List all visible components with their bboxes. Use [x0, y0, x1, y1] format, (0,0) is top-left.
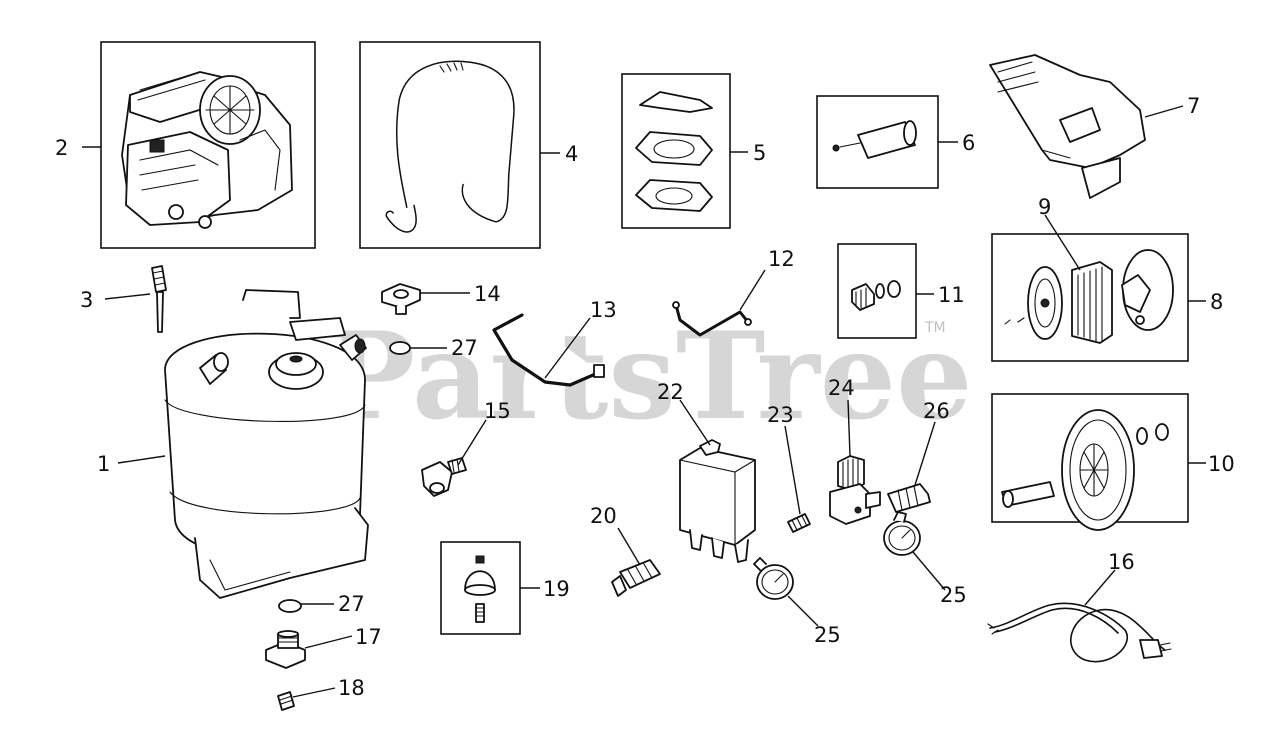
handle — [385, 60, 515, 233]
callout-15: 15 — [484, 399, 511, 423]
shroud — [989, 54, 1146, 199]
regulator — [829, 455, 881, 525]
pump-motor-assembly — [121, 71, 293, 229]
capacitor — [832, 120, 917, 159]
leader-16 — [1084, 569, 1116, 606]
callout-1: 1 — [97, 452, 110, 476]
callout-8: 8 — [1210, 290, 1223, 314]
leader-15 — [457, 419, 487, 466]
check-valve — [151, 265, 167, 333]
pressure-switch — [679, 439, 756, 563]
callout-17: 17 — [355, 625, 382, 649]
air-filter-assembly — [1004, 249, 1174, 344]
callout-27-lower: 27 — [338, 592, 365, 616]
callout-12: 12 — [768, 247, 795, 271]
callout-5: 5 — [753, 141, 766, 165]
air-tank — [164, 289, 369, 599]
safety-valve — [611, 559, 661, 597]
power-cord — [987, 602, 1172, 663]
callout-23: 23 — [767, 403, 794, 427]
gasket-set — [635, 91, 713, 212]
callout-20: 20 — [590, 504, 617, 528]
leader-20 — [617, 527, 641, 566]
callout-27-upper: 27 — [451, 336, 478, 360]
callout-11: 11 — [938, 283, 965, 307]
callout-6: 6 — [962, 131, 975, 155]
elbow-fitting — [421, 457, 467, 497]
leader-23 — [784, 425, 801, 515]
leader-25-right — [912, 551, 946, 591]
watermark-trademark: TM — [924, 320, 946, 336]
callout-25-left: 25 — [814, 623, 841, 647]
callout-9: 9 — [1038, 195, 1051, 219]
leader-7 — [1144, 105, 1184, 118]
quick-coupler — [887, 483, 931, 513]
leader-17 — [304, 635, 353, 649]
wheel-assembly — [1001, 409, 1169, 531]
watermark-text: PartsTree — [325, 306, 972, 447]
oring-27-lower — [278, 599, 302, 613]
rubber-foot — [464, 555, 496, 623]
callout-4: 4 — [565, 142, 578, 166]
callout-10: 10 — [1208, 452, 1235, 476]
nut-14 — [381, 283, 421, 315]
callout-25-right: 25 — [940, 583, 967, 607]
discharge-tube — [492, 313, 605, 387]
oring-27-upper — [389, 341, 411, 355]
box-handle — [359, 41, 541, 249]
leader-26 — [914, 421, 936, 486]
callout-19: 19 — [543, 577, 570, 601]
box-air-filter — [991, 233, 1189, 362]
box-fitting-11 — [837, 243, 917, 339]
box-pump-motor — [100, 41, 316, 249]
box-gaskets — [621, 73, 731, 229]
drain-fitting — [265, 630, 306, 669]
leader-25-left — [787, 595, 819, 627]
leader-24 — [847, 399, 851, 457]
leader-22 — [679, 399, 711, 446]
callout-7: 7 — [1187, 94, 1200, 118]
callout-22: 22 — [657, 380, 684, 404]
nipple-23 — [787, 513, 811, 533]
callout-14: 14 — [474, 282, 501, 306]
callout-18: 18 — [338, 676, 365, 700]
leader-13 — [544, 317, 591, 379]
callout-26: 26 — [923, 399, 950, 423]
gauge-25-right — [883, 511, 921, 556]
callout-16: 16 — [1108, 550, 1135, 574]
tube-12 — [672, 301, 752, 337]
leader-1 — [117, 455, 166, 464]
leader-3 — [104, 293, 151, 300]
leader-18 — [292, 687, 336, 698]
callout-24: 24 — [828, 376, 855, 400]
callout-2: 2 — [55, 136, 68, 160]
callout-3: 3 — [80, 288, 93, 312]
gauge-25-left — [753, 557, 794, 600]
callout-13: 13 — [590, 298, 617, 322]
fitting-11 — [851, 280, 901, 311]
leader-12 — [739, 269, 766, 311]
drain-plug — [277, 691, 295, 711]
leader-9 — [1044, 214, 1081, 271]
